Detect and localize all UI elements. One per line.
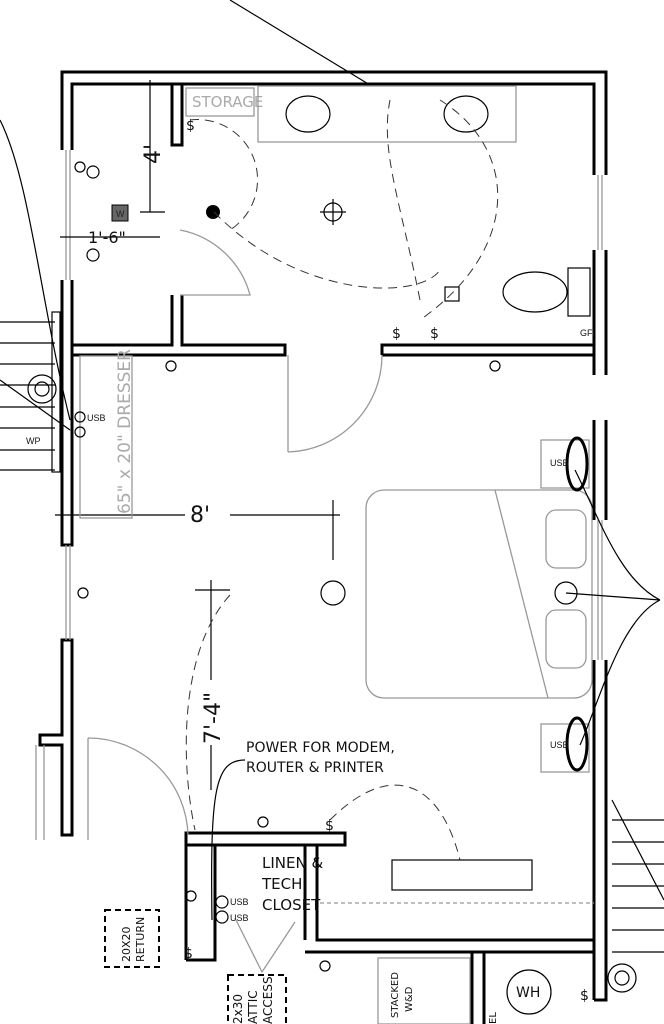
sink-left: [285, 95, 331, 133]
dim-7ft4: 7'-4": [201, 692, 226, 744]
switch-icon: $: [580, 988, 589, 1004]
stacked-washer-dryer: [377, 957, 471, 1024]
wp-label: WP: [26, 436, 41, 446]
exterior-light-icon: [607, 963, 637, 993]
gfi-label: GFI: [580, 328, 595, 338]
attic-label-line2: ATTIC: [246, 990, 260, 1024]
dim-8ft-line: [55, 500, 340, 560]
dim-8ft: 8': [190, 503, 210, 528]
stacked-label-line1: STACKED: [390, 972, 401, 1018]
stairs-left: [0, 311, 61, 473]
return-label-line2: RETURN: [134, 917, 147, 962]
attic-access: [227, 974, 287, 1024]
linen-door: [234, 917, 296, 974]
usb-outlets-closet: USB USB: [215, 895, 249, 924]
circuit-wire: [0, 379, 71, 431]
circuit-wire: [565, 469, 661, 746]
power-note-leader: [211, 759, 246, 921]
bedroom-door: [87, 737, 189, 840]
outlets: [74, 161, 501, 972]
pillow: [545, 609, 587, 669]
wall-light-icon: [554, 581, 578, 605]
switch-icon: $: [430, 326, 439, 342]
dim-1ft6: 1'-6": [88, 228, 126, 247]
dresser-label: 65" x 20" DRESSER: [115, 349, 135, 514]
dim-7ft4-line: [195, 580, 230, 790]
panel-label: EL: [488, 1012, 499, 1024]
storage-label: STORAGE: [192, 93, 263, 111]
usb-label: USB: [550, 458, 569, 468]
usb-outlet-bottom: [565, 716, 589, 772]
usb-label: USB: [550, 740, 569, 750]
sink-right: [443, 95, 489, 133]
svg-text:USB: USB: [230, 913, 249, 923]
closet-door: [179, 229, 251, 296]
svg-text:USB: USB: [87, 413, 106, 423]
switch-icon: $: [325, 818, 334, 834]
ceiling-light-icon: [320, 580, 346, 606]
switch-icon: $: [392, 326, 401, 342]
toilet-tank: [567, 267, 591, 317]
exterior-walls: [35, 72, 606, 1000]
bath-door: [287, 354, 383, 453]
switch-wiring: [185, 594, 461, 861]
switch-icon: $: [186, 118, 195, 134]
switch-icon: $: [184, 946, 193, 962]
water-heater: [506, 969, 552, 1015]
exterior-light-icon: [27, 374, 57, 404]
leader-line: [229, 0, 371, 86]
dim-4ft: 4': [141, 144, 166, 164]
smoke-detector-icon: [206, 205, 220, 219]
nightstand: [540, 439, 590, 489]
closet-shelf: [391, 859, 533, 891]
attic-label-line3: ACCESS: [261, 976, 275, 1024]
attic-label-line1: 2x30: [231, 994, 245, 1024]
switch-wiring: [189, 99, 499, 321]
vanity: [257, 85, 517, 143]
interior-walls: [72, 84, 594, 1024]
power-note-line2: ROUTER & PRINTER: [246, 760, 384, 776]
exhaust-fan-icon: [444, 286, 460, 302]
nightstand: [540, 723, 590, 773]
usb-outlet-top: [565, 436, 589, 492]
power-note-line1: POWER FOR MODEM,: [246, 740, 395, 756]
washer-box-icon: [111, 204, 129, 222]
return-label-line1: 20X20: [120, 926, 133, 962]
stacked-label-line2: W&D: [404, 986, 415, 1012]
linen-label-line1: LINEN &: [262, 854, 323, 872]
circuit-wire: [0, 119, 71, 421]
pillow: [545, 509, 587, 569]
storage-shelf: [185, 87, 255, 117]
linen-label-line3: CLOSET: [262, 896, 321, 914]
water-heater-label: WH: [516, 985, 540, 1001]
toilet-bowl: [502, 271, 568, 313]
linen-label-line2: TECH: [261, 875, 302, 893]
svg-text:USB: USB: [230, 897, 249, 907]
bed-blanket-fold: [494, 489, 549, 699]
dimension-lines: [60, 80, 165, 238]
usb-outlet-left: USB: [74, 411, 106, 438]
stairs-right: [611, 799, 664, 953]
bed: [365, 489, 593, 699]
washer-box-label: W: [116, 209, 125, 219]
return-vent: [104, 909, 160, 968]
